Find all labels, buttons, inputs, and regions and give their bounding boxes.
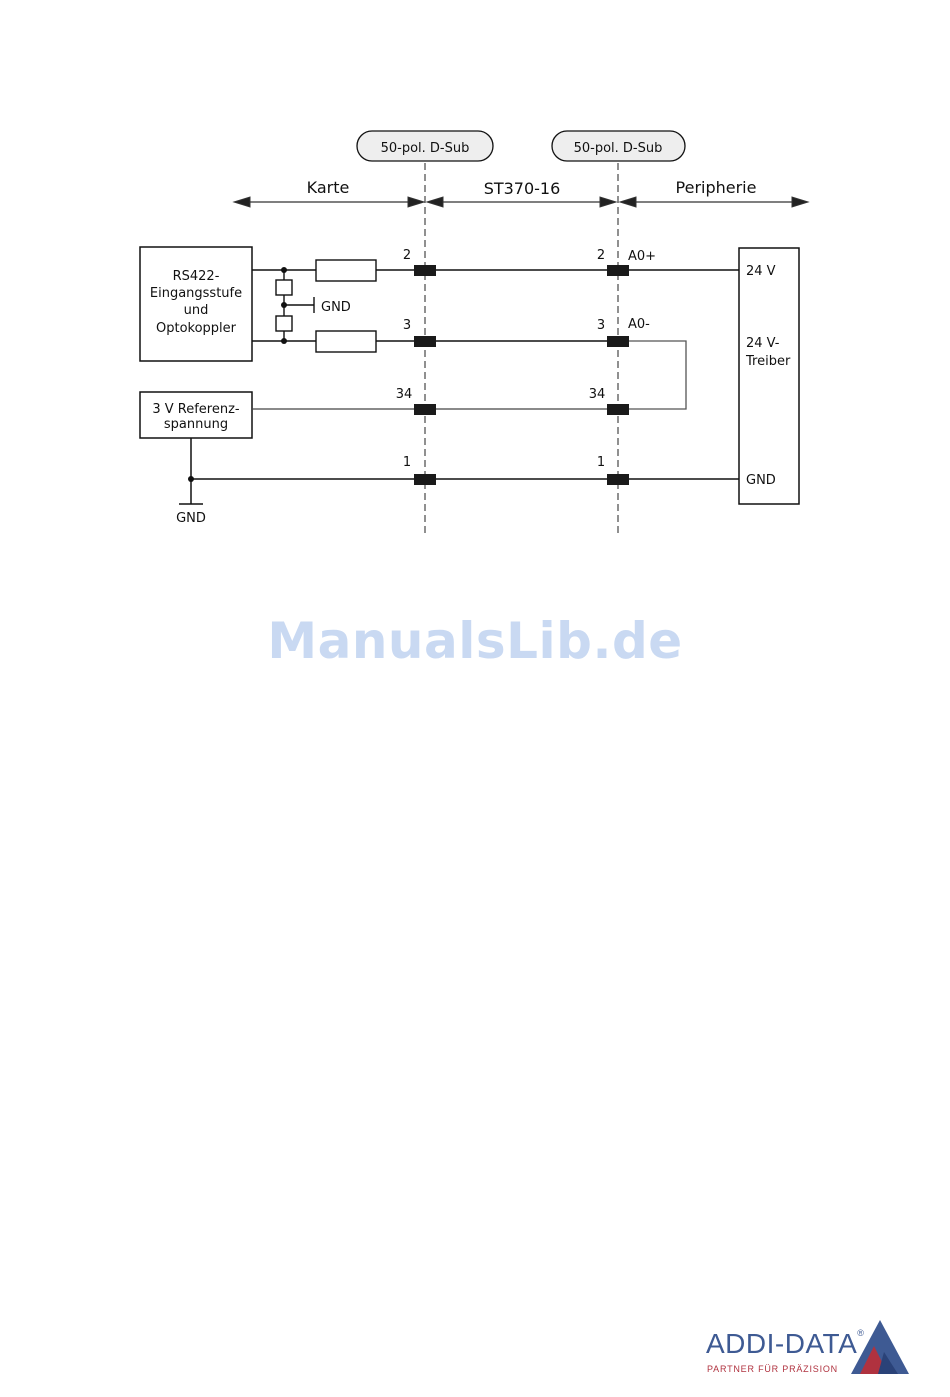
zone-label-st370: ST370-16 [484, 179, 561, 198]
zone-label-karte: Karte [307, 178, 350, 197]
rs422-line-1: RS422- [173, 269, 220, 284]
zone-label-peripherie: Peripherie [676, 178, 757, 197]
zone-arrows [234, 197, 808, 207]
input-termination-network [252, 260, 376, 352]
pin-row1-left: 2 [403, 248, 411, 263]
logo-name: ADDI-DATA [706, 1328, 857, 1359]
pin-row3-right: 34 [589, 387, 606, 402]
reference-line-1: 3 V Referenz- [152, 402, 240, 417]
pin-row4-left: 1 [403, 455, 411, 470]
pin-row4-right: 1 [597, 455, 605, 470]
pin-row2-right: 3 [597, 318, 605, 333]
pin-row1-right: 2 [597, 248, 605, 263]
signal-wires [179, 270, 739, 504]
connector-pins [414, 265, 629, 485]
connector-right-header: 50-pol. D-Sub [552, 131, 685, 161]
pin-row2-left: 3 [403, 318, 411, 333]
internal-gnd-label: GND [321, 300, 351, 315]
connector-left-label: 50-pol. D-Sub [381, 141, 470, 156]
rs422-line-2: Eingangsstufe [150, 286, 242, 301]
watermark-text: ManualsLib.de [0, 612, 950, 670]
logo-triangle-icon [848, 1318, 910, 1376]
peripheral-driver-line-2: Treiber [745, 354, 791, 369]
rs422-line-4: Optokoppler [156, 321, 237, 336]
peripheral-driver-line-1: 24 V- [746, 336, 780, 351]
connector-left-header: 50-pol. D-Sub [357, 131, 493, 161]
addi-data-logo: ADDI-DATA® PARTNER FÜR PRÄZISION [706, 1318, 916, 1380]
pin-row3-left: 34 [396, 387, 413, 402]
peripheral-24v-label: 24 V [746, 264, 776, 279]
wiring-diagram: 50-pol. D-Sub 50-pol. D-Sub Karte ST370-… [0, 0, 950, 600]
pin-row2-signal: A0- [628, 317, 650, 332]
pin-row1-signal: A0+ [628, 249, 656, 264]
peripheral-gnd-label: GND [746, 473, 776, 488]
reference-line-2: spannung [164, 417, 228, 432]
connector-right-label: 50-pol. D-Sub [574, 141, 663, 156]
rs422-line-3: und [184, 303, 209, 318]
peripheral-driver-block [739, 248, 799, 504]
ground-symbol-label: GND [176, 511, 206, 526]
logo-tagline: PARTNER FÜR PRÄZISION [707, 1364, 838, 1374]
